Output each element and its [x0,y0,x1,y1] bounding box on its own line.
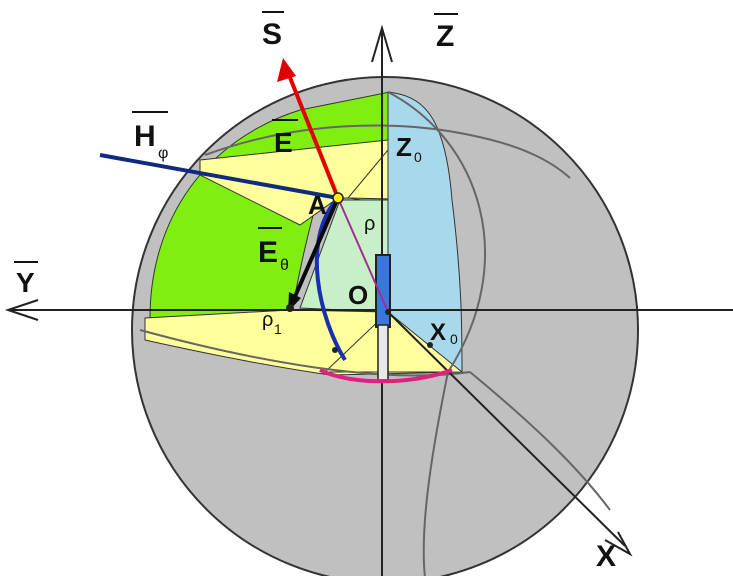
y-label: Y [16,267,35,298]
x-axis [387,311,626,547]
x0-subscript: 0 [450,331,458,347]
base-arc [319,368,453,384]
z-label: Z [436,20,454,53]
vector-bars [14,11,458,263]
h-phi-label: H [134,120,156,153]
meridian-arc [314,196,347,362]
rho1-label: ρ [262,309,273,331]
rho-line [337,197,389,313]
a-label: A [308,190,327,220]
point-rho1 [286,304,294,312]
s-label: S [262,18,282,51]
h-phi-vector [99,153,339,200]
s-vector-arrowhead [277,58,296,82]
e-theta-vector [288,197,340,309]
y-axis-arrowhead [4,299,39,321]
z-axis-arrowhead [371,24,393,63]
colored-regions [144,91,464,376]
sphere-grid [139,91,611,576]
point-a [332,192,344,204]
rho-label: ρ [364,213,375,235]
z0-subscript: 0 [414,149,422,165]
dipole-lower [377,324,389,381]
e-theta-label: E [258,236,278,269]
x0-label: X [430,319,446,346]
x-label: X [596,540,616,573]
s-vector [285,69,340,199]
z0-label: Z [396,132,412,162]
o-label: O [348,280,368,310]
point-base [332,347,338,353]
blue-region [387,91,463,373]
rho1-subscript: 1 [274,321,282,337]
e-theta-subscript: θ [280,257,289,274]
h-phi-subscript: φ [158,145,168,162]
point-o [385,309,391,315]
point-x0 [427,342,433,348]
e-label: E [274,127,293,158]
x-axis-arrowhead [604,531,633,557]
